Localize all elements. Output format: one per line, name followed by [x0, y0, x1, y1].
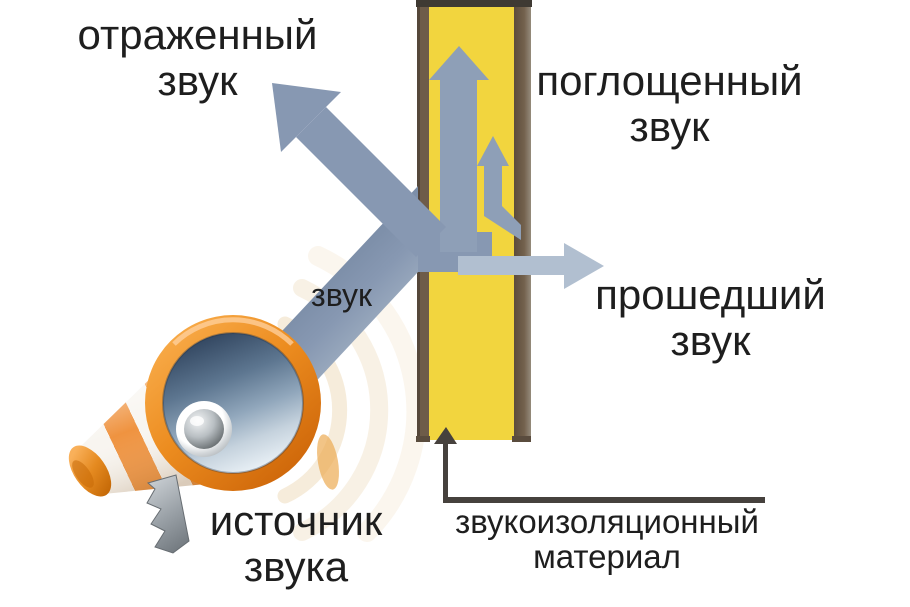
reflected-arrow: [272, 83, 446, 257]
wall-top-cap: [416, 0, 532, 7]
insulation-material-label-line2: материал: [533, 538, 681, 575]
sound-source-label: источник звука: [165, 498, 427, 590]
callout-arrow-icon: [434, 427, 457, 444]
transmitted-sound-label-line2: звук: [670, 317, 751, 364]
reflected-sound-label-line2: звук: [157, 57, 238, 104]
transmitted-sound-label-line1: прошедший: [595, 271, 826, 318]
reflected-sound-label: отраженный звук: [55, 12, 340, 104]
reflected-sound-label-line1: отраженный: [77, 11, 318, 58]
insulation-material-label-line1: звукоизоляционный: [455, 503, 759, 540]
absorbed-sound-label-line2: звук: [629, 103, 710, 150]
wall-right-panel: [514, 4, 531, 438]
transmitted-arrow: [458, 243, 604, 289]
absorbed-arrow-large: [429, 46, 489, 252]
transmitted-sound-label: прошедший звук: [578, 272, 843, 364]
material-callout-line: [434, 427, 765, 503]
sound-beam-label: звук: [311, 277, 372, 313]
absorbed-sound-label-line1: поглощенный: [536, 57, 803, 104]
absorbed-sound-label: поглощенный звук: [522, 58, 817, 150]
sound-source-label-line1: источник: [209, 497, 383, 544]
megaphone-icon: [68, 315, 321, 554]
insulation-material-label: звукоизоляционный материал: [433, 504, 781, 574]
absorbed-arrow-small: [477, 136, 521, 240]
megaphone-driver: [176, 401, 232, 457]
sound-source-label-line2: звука: [243, 543, 349, 590]
megaphone-handle: [146, 474, 190, 554]
